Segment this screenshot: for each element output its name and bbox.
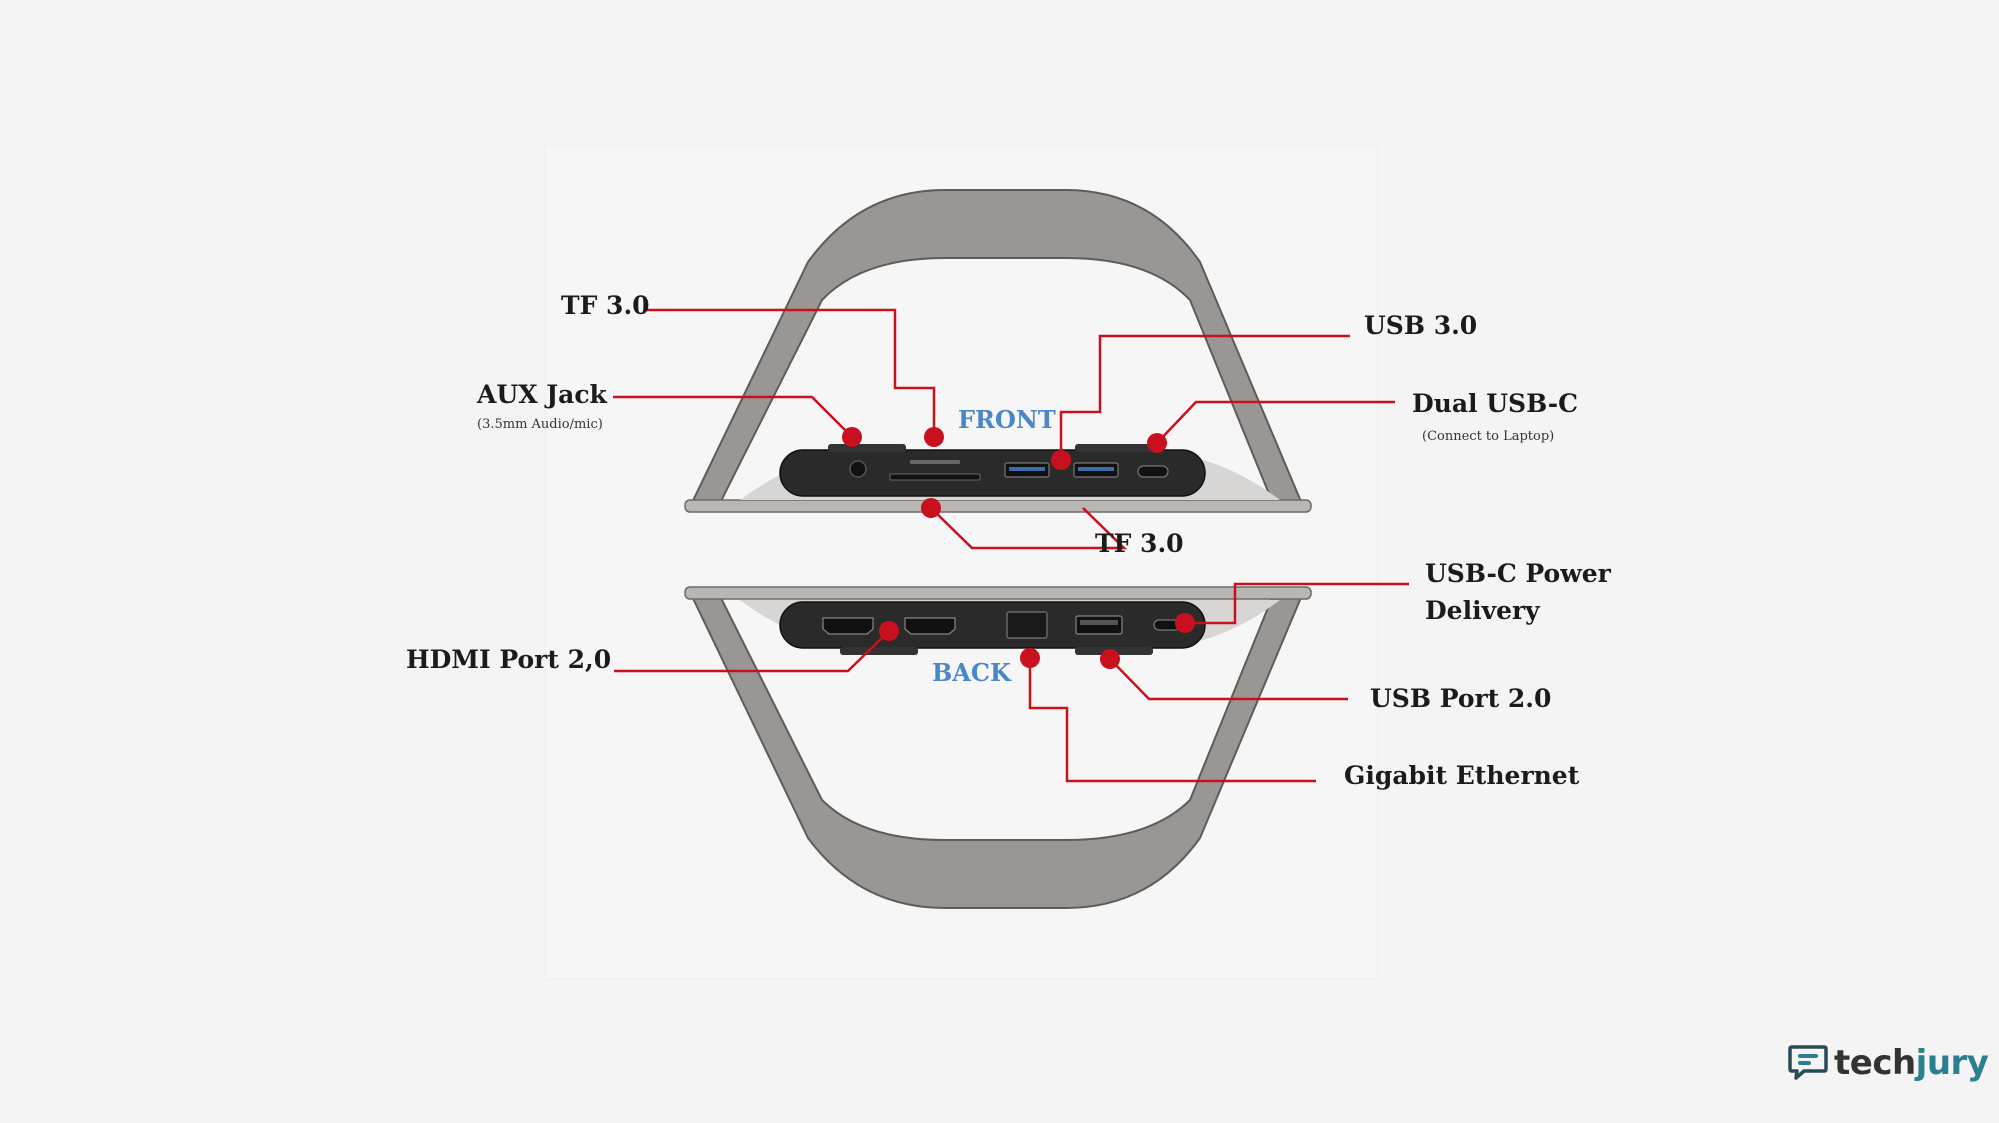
label-aux-sub: (3.5mm Audio/mic) [477,417,603,432]
callout-lines [613,308,1409,783]
callout-dots [842,427,1195,669]
dot-tf-top [924,427,944,447]
dot-usb20 [1100,649,1120,669]
label-aux-jack: AUX Jack [477,380,607,409]
logo-text-tech: tech [1834,1043,1916,1083]
side-label-front: FRONT [958,405,1056,434]
dot-aux [842,427,862,447]
label-tf-top: TF 3.0 [561,291,650,320]
chat-bubble-icon [1788,1045,1828,1080]
label-usbc-pd-line2: Delivery [1425,596,1540,625]
label-usb30: USB 3.0 [1364,311,1478,340]
dot-hdmi [879,621,899,641]
side-label-back: BACK [932,658,1011,687]
dot-usbc-pd [1175,613,1195,633]
label-usbc-pd-line1: USB-C Power [1425,559,1611,588]
logo-text-jury: jury [1915,1043,1989,1083]
dot-dual-usbc [1147,433,1167,453]
dot-ethernet [1020,648,1040,668]
label-dual-usbc-sub: (Connect to Laptop) [1422,429,1555,444]
label-tf-bottom: TF 3.0 [1095,529,1184,558]
dot-usb30 [1051,450,1071,470]
hub-back [740,600,1280,655]
hub-front [740,444,1280,500]
dot-tf-bottom [921,498,941,518]
label-ethernet: Gigabit Ethernet [1344,761,1580,790]
label-usb20: USB Port 2.0 [1370,684,1552,713]
label-dual-usbc: Dual USB-C [1412,389,1578,418]
label-hdmi: HDMI Port 2,0 [406,645,612,674]
techjury-logo: techjury [1788,1043,1989,1083]
